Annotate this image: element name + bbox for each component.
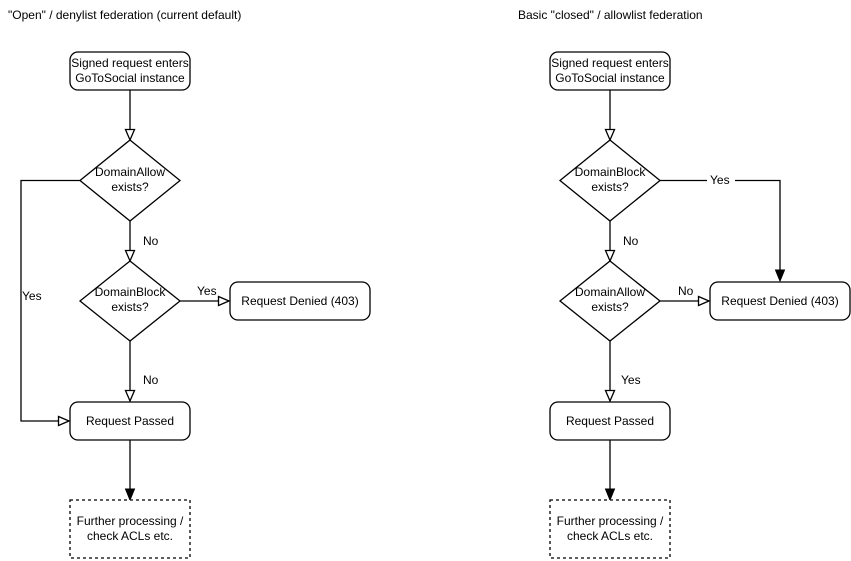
decision2-label-line2: exists? bbox=[591, 300, 629, 314]
further-node-label-line2: check ACLs etc. bbox=[87, 529, 173, 543]
edge-label-decision2-no: No bbox=[678, 284, 694, 298]
edge-label-decision1-no: No bbox=[623, 234, 639, 248]
denied-node bbox=[709, 281, 851, 321]
edge-label-decision1-no: No bbox=[143, 234, 159, 248]
arrowhead-open-icon bbox=[217, 295, 231, 307]
arrowhead-filled-icon bbox=[774, 269, 786, 283]
edge-label-decision1-yes: Yes bbox=[710, 173, 730, 187]
decision2-label-line2: exists? bbox=[111, 300, 149, 314]
decision2-label-line1: DomainAllow bbox=[575, 285, 645, 299]
start-node-label-line2: GoToSocial instance bbox=[75, 71, 185, 85]
arrowhead-open-icon bbox=[604, 249, 616, 263]
further-node bbox=[549, 499, 671, 559]
edge-label-decision2-yes: Yes bbox=[621, 373, 641, 387]
arrowhead-open-icon bbox=[124, 128, 136, 142]
passed-node-label: Request Passed bbox=[86, 414, 174, 428]
further-node-label-line1: Further processing / bbox=[77, 514, 184, 528]
edge-label-decision1-yes: Yes bbox=[22, 289, 42, 303]
decision1-label-line2: exists? bbox=[111, 180, 149, 194]
flowchart-open-denylist: "Open" / denylist federation (current de… bbox=[8, 8, 371, 559]
flowchart-closed-allowlist: Basic "closed" / allowlist federation Si… bbox=[518, 8, 851, 559]
denied-node-label: Request Denied (403) bbox=[241, 294, 358, 308]
arrowhead-open-icon bbox=[604, 128, 616, 142]
arrowhead-filled-icon bbox=[604, 488, 616, 502]
arrowhead-open-icon bbox=[604, 389, 616, 403]
denied-node bbox=[229, 281, 371, 321]
start-node-label-line1: Signed request enters bbox=[551, 56, 668, 70]
edge-decision1-yes bbox=[660, 179, 781, 270]
further-node bbox=[69, 499, 191, 559]
edge-label-background bbox=[707, 174, 735, 187]
arrowhead-open-icon bbox=[124, 389, 136, 403]
passed-node-label: Request Passed bbox=[566, 414, 654, 428]
start-node-label-line1: Signed request enters bbox=[71, 56, 188, 70]
further-node-label-line1: Further processing / bbox=[557, 514, 664, 528]
decision1-label-line1: DomainBlock bbox=[575, 165, 647, 179]
decision1-label-line2: exists? bbox=[591, 180, 629, 194]
arrowhead-open-icon bbox=[57, 415, 71, 427]
arrowhead-filled-icon bbox=[124, 488, 136, 502]
decision2-label-line1: DomainBlock bbox=[95, 285, 167, 299]
arrowhead-open-icon bbox=[124, 249, 136, 263]
chart-title: "Open" / denylist federation (current de… bbox=[8, 8, 241, 22]
edge-decision1-yes-loop bbox=[20, 179, 80, 422]
further-node-label-line2: check ACLs etc. bbox=[567, 529, 653, 543]
edge-label-decision2-no: No bbox=[143, 373, 159, 387]
arrowhead-open-icon bbox=[697, 295, 711, 307]
chart-title: Basic "closed" / allowlist federation bbox=[518, 8, 703, 22]
denied-node-label: Request Denied (403) bbox=[721, 294, 838, 308]
edge-label-decision2-yes: Yes bbox=[197, 284, 217, 298]
start-node-label-line2: GoToSocial instance bbox=[555, 71, 665, 85]
decision1-label-line1: DomainAllow bbox=[95, 165, 165, 179]
